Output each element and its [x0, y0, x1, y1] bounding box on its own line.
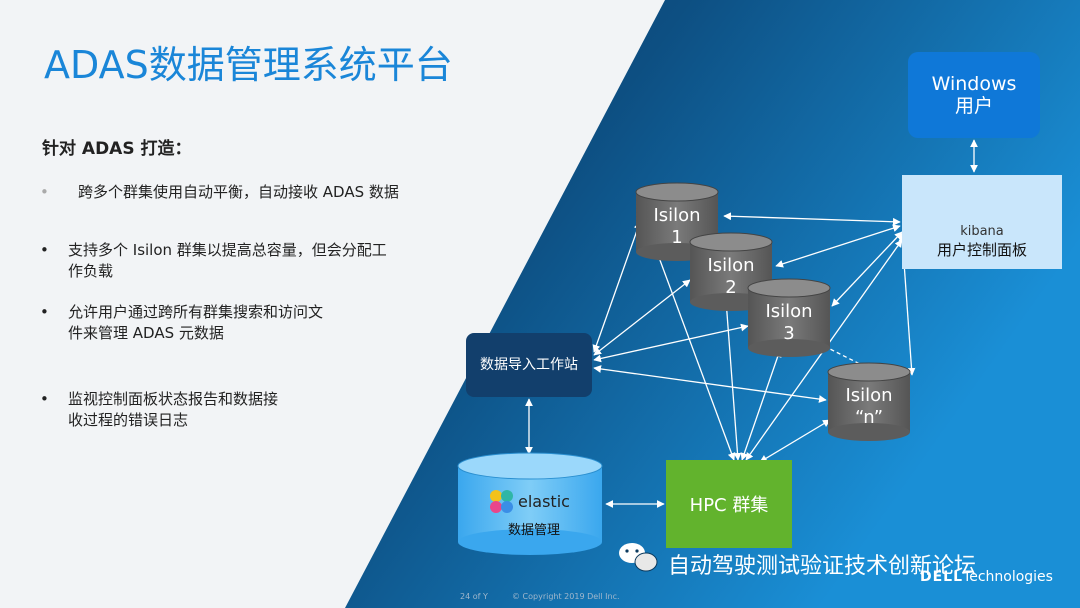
elastic-label: 数据管理	[508, 523, 561, 538]
windows-user-box: Windows 用户	[908, 52, 1040, 138]
isilon-name: Isilon	[765, 301, 813, 322]
isilon-n-cylinder	[827, 362, 911, 441]
isilon-3-cylinder	[747, 278, 831, 357]
elastic-cylinder	[457, 452, 603, 555]
data-import-station-label: 数据导入工作站	[480, 357, 578, 373]
bullet-marker: •	[40, 183, 49, 201]
dell-logo-text: DELL	[920, 569, 964, 585]
hpc-cluster-box: HPC 群集	[666, 460, 792, 548]
isilon-name: Isilon	[653, 205, 701, 226]
page-number: 24 of Y	[460, 592, 488, 601]
isilon-1-label: Isilon 1	[637, 205, 717, 249]
data-import-station-box: 数据导入工作站	[466, 333, 592, 397]
kibana-dashboard-box: kibana 用户控制面板	[902, 175, 1062, 269]
technologies-logo-text: Technologies	[963, 569, 1053, 585]
bullet-text: 允许用户通过跨所有群集搜索和访问文件来管理 ADAS 元数据	[68, 303, 324, 342]
isilon-number: “n”	[854, 407, 884, 428]
bullet-marker: •	[40, 303, 49, 321]
isilon-number: 1	[671, 227, 683, 248]
elastic-name: elastic	[518, 492, 570, 511]
windows-user-line2: 用户	[954, 95, 993, 117]
hpc-cluster-label: HPC 群集	[689, 495, 769, 516]
dell-technologies-logo: DELLTechnologies	[920, 569, 1053, 585]
bullet-marker: •	[40, 241, 49, 259]
kibana-name: kibana	[960, 224, 1004, 239]
isilon-name: Isilon	[845, 385, 893, 406]
bullet-text: 监视控制面板状态报告和数据接收过程的错误日志	[68, 390, 279, 429]
slide-title: ADAS数据管理系统平台	[44, 43, 453, 87]
elastic-logo-icon	[490, 490, 513, 513]
slide-subtitle: 针对 ADAS 打造：	[42, 139, 192, 159]
bullet-marker: •	[40, 390, 49, 408]
isilon-3-label: Isilon 3	[749, 301, 829, 345]
watermark-text: 自动驾驶测试验证技术创新论坛	[668, 554, 977, 579]
copyright-text: © Copyright 2019 Dell Inc.	[512, 592, 620, 601]
windows-user-line1: Windows	[931, 73, 1017, 95]
kibana-label: 用户控制面板	[936, 241, 1027, 259]
isilon-n-label: Isilon “n”	[829, 385, 909, 429]
isilon-number: 2	[725, 277, 737, 298]
isilon-number: 3	[783, 323, 795, 344]
wechat-icon	[619, 543, 658, 572]
isilon-2-label: Isilon 2	[691, 255, 771, 299]
bullet-text: 支持多个 Isilon 群集以提高总容量，但会分配工作负载	[68, 241, 387, 280]
isilon-name: Isilon	[707, 255, 755, 276]
bullet-text: 跨多个群集使用自动平衡，自动接收 ADAS 数据	[78, 183, 399, 201]
connector-arrows	[525, 139, 978, 508]
isilon-1-cylinder	[635, 182, 719, 261]
